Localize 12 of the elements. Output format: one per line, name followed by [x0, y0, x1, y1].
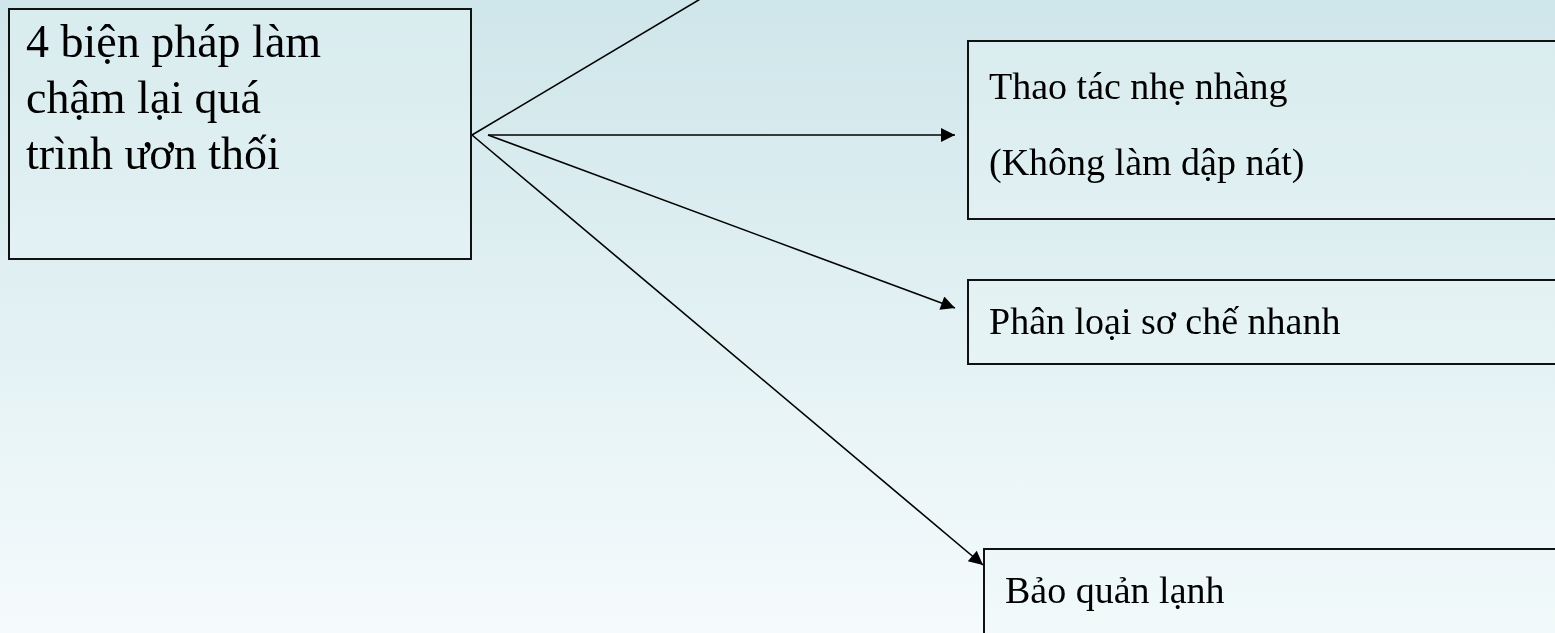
arrow — [487, 128, 956, 142]
box-text: Phân loại sơ chế nhanh — [989, 299, 1341, 343]
text-box — [8, 8, 472, 260]
text-box — [967, 279, 1555, 365]
box-text: (Không làm dập nát) — [989, 140, 1305, 184]
box-text: 4 biện pháp làm chậm lại quá trình ươn thối — [26, 15, 323, 181]
text-box — [967, 40, 1555, 220]
arrow — [471, 134, 984, 566]
box-text: Bảo quản lạnh — [1005, 568, 1225, 612]
arrow — [487, 134, 956, 310]
box-text: Thao tác nhẹ nhàng — [989, 64, 1288, 108]
text-box — [983, 548, 1555, 633]
